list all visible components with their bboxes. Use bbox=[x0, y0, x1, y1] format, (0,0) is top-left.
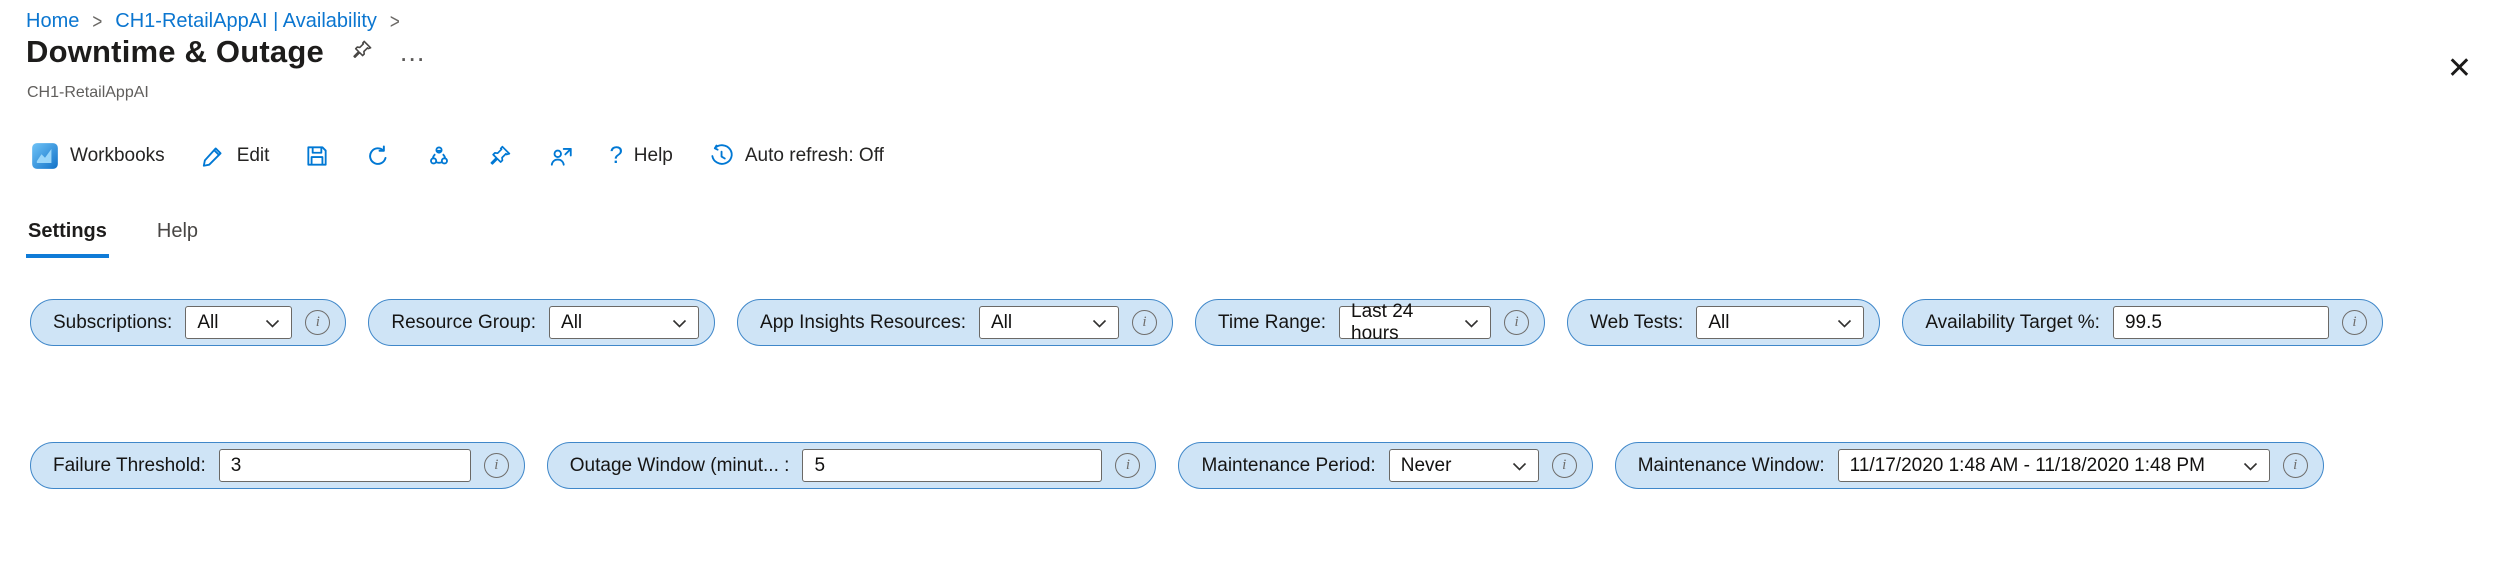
param-label: App Insights Resources: bbox=[760, 311, 966, 333]
refresh-icon bbox=[365, 143, 391, 169]
param-label: Web Tests: bbox=[1590, 311, 1684, 333]
param-label: Failure Threshold: bbox=[53, 454, 206, 476]
chevron-down-icon bbox=[1512, 455, 1527, 477]
param-label: Time Range: bbox=[1217, 311, 1327, 333]
pin-icon bbox=[487, 143, 513, 169]
share-nodes-icon bbox=[426, 143, 452, 169]
workbooks-label: Workbooks bbox=[70, 145, 165, 166]
page-title: Downtime & Outage bbox=[26, 34, 324, 69]
dropdown-value: All bbox=[990, 311, 1013, 333]
auto-refresh-button[interactable]: Auto refresh: Off bbox=[708, 143, 884, 169]
chevron-down-icon bbox=[1092, 312, 1107, 334]
tab-settings[interactable]: Settings bbox=[26, 214, 109, 258]
param-pill-resource-group: Resource Group: All bbox=[368, 299, 716, 346]
info-icon[interactable]: i bbox=[483, 453, 509, 478]
param-label: Availability Target %: bbox=[1925, 311, 2100, 333]
time-range-dropdown[interactable]: Last 24 hours bbox=[1339, 301, 1492, 344]
header: Downtime & Outage ... bbox=[26, 34, 425, 70]
auto-refresh-label: Auto refresh: Off bbox=[744, 145, 884, 166]
chevron-down-icon bbox=[1464, 312, 1479, 334]
edit-button[interactable]: Edit bbox=[200, 143, 270, 169]
share-report-button[interactable] bbox=[548, 143, 574, 169]
breadcrumb-resource-link[interactable]: CH1-RetailAppAI | Availability bbox=[115, 10, 377, 32]
failure-threshold-input[interactable] bbox=[218, 449, 471, 482]
edit-label: Edit bbox=[236, 145, 270, 166]
help-button[interactable]: ? Help bbox=[609, 142, 672, 170]
outage-window-input[interactable] bbox=[802, 449, 1103, 482]
info-icon[interactable]: i bbox=[305, 310, 331, 335]
close-button[interactable]: ✕ bbox=[2446, 52, 2472, 85]
info-icon[interactable]: i bbox=[1551, 453, 1577, 478]
param-pill-maintenance-window: Maintenance Window: 11/17/2020 1:48 AM -… bbox=[1614, 442, 2324, 489]
save-button[interactable] bbox=[304, 143, 330, 169]
help-label: Help bbox=[633, 145, 673, 166]
param-pill-maintenance-period: Maintenance Period: Never i bbox=[1178, 442, 1593, 489]
resource-subtitle: CH1-RetailAppAI bbox=[27, 84, 149, 101]
dropdown-value: 11/17/2020 1:48 AM - 11/18/2020 1:48 PM bbox=[1849, 454, 2205, 476]
dropdown-value: Last 24 hours bbox=[1351, 300, 1414, 344]
pin-icon bbox=[350, 38, 374, 67]
info-icon[interactable]: i bbox=[2341, 310, 2367, 335]
command-toolbar: Workbooks Edit bbox=[31, 132, 884, 180]
more-actions-button[interactable]: ... bbox=[399, 37, 426, 67]
param-pill-availability-target: Availability Target %: i bbox=[1902, 299, 2383, 346]
refresh-button[interactable] bbox=[365, 143, 391, 169]
subscriptions-dropdown[interactable]: All bbox=[185, 306, 293, 339]
parameter-row-2: Failure Threshold: i Outage Window (minu… bbox=[30, 442, 2324, 489]
dropdown-value: All bbox=[1708, 311, 1730, 333]
info-icon[interactable]: i bbox=[1504, 310, 1530, 335]
availability-target-input[interactable] bbox=[2112, 306, 2329, 339]
parameter-row-1: Subscriptions: All i Resource Group: All… bbox=[30, 299, 2383, 346]
chevron-down-icon bbox=[672, 312, 687, 334]
maintenance-window-dropdown[interactable]: 11/17/2020 1:48 AM - 11/18/2020 1:48 PM bbox=[1837, 449, 2270, 482]
dropdown-value: Never bbox=[1400, 454, 1452, 476]
breadcrumb-separator: > bbox=[389, 9, 400, 33]
param-pill-failure-threshold: Failure Threshold: i bbox=[30, 442, 525, 489]
dropdown-value: All bbox=[561, 311, 583, 333]
web-tests-dropdown[interactable]: All bbox=[1696, 306, 1865, 339]
app-insights-resources-dropdown[interactable]: All bbox=[978, 306, 1119, 339]
breadcrumb: Home > CH1-RetailAppAI | Availability > bbox=[26, 9, 400, 33]
param-pill-outage-window: Outage Window (minut... : i bbox=[546, 442, 1157, 489]
param-pill-time-range: Time Range: Last 24 hours i bbox=[1194, 299, 1546, 346]
workbook-tabs: Settings Help bbox=[26, 214, 200, 258]
param-label: Subscriptions: bbox=[53, 311, 173, 333]
edit-pencil-icon bbox=[200, 143, 226, 169]
info-icon[interactable]: i bbox=[1115, 453, 1141, 478]
param-label: Resource Group: bbox=[391, 311, 537, 333]
workbooks-gallery-button[interactable]: Workbooks bbox=[31, 142, 165, 170]
person-share-icon bbox=[548, 143, 574, 169]
open-share-button[interactable] bbox=[426, 143, 452, 169]
save-icon bbox=[304, 143, 330, 169]
info-icon[interactable]: i bbox=[1131, 310, 1157, 335]
chevron-down-icon bbox=[2243, 455, 2258, 477]
history-clock-icon bbox=[708, 143, 734, 169]
param-pill-app-insights-resources: App Insights Resources: All i bbox=[737, 299, 1173, 346]
breadcrumb-separator: > bbox=[92, 9, 103, 33]
tab-help[interactable]: Help bbox=[156, 220, 199, 242]
help-icon: ? bbox=[609, 142, 623, 169]
pin-to-dashboard-button[interactable] bbox=[350, 38, 374, 67]
param-pill-subscriptions: Subscriptions: All i bbox=[30, 299, 347, 346]
resource-group-dropdown[interactable]: All bbox=[549, 306, 700, 339]
param-label: Outage Window (minut... : bbox=[569, 454, 790, 476]
chevron-down-icon bbox=[1837, 312, 1852, 334]
info-icon[interactable]: i bbox=[2282, 453, 2308, 478]
chevron-down-icon bbox=[265, 312, 280, 334]
param-pill-web-tests: Web Tests: All bbox=[1567, 299, 1881, 346]
param-label: Maintenance Window: bbox=[1637, 454, 1825, 476]
workbooks-icon bbox=[31, 142, 59, 170]
maintenance-period-dropdown[interactable]: Never bbox=[1388, 449, 1539, 482]
pin-workbook-button[interactable] bbox=[487, 143, 513, 169]
breadcrumb-home-link[interactable]: Home bbox=[26, 10, 80, 32]
dropdown-value: All bbox=[197, 311, 219, 333]
param-label: Maintenance Period: bbox=[1201, 454, 1376, 476]
